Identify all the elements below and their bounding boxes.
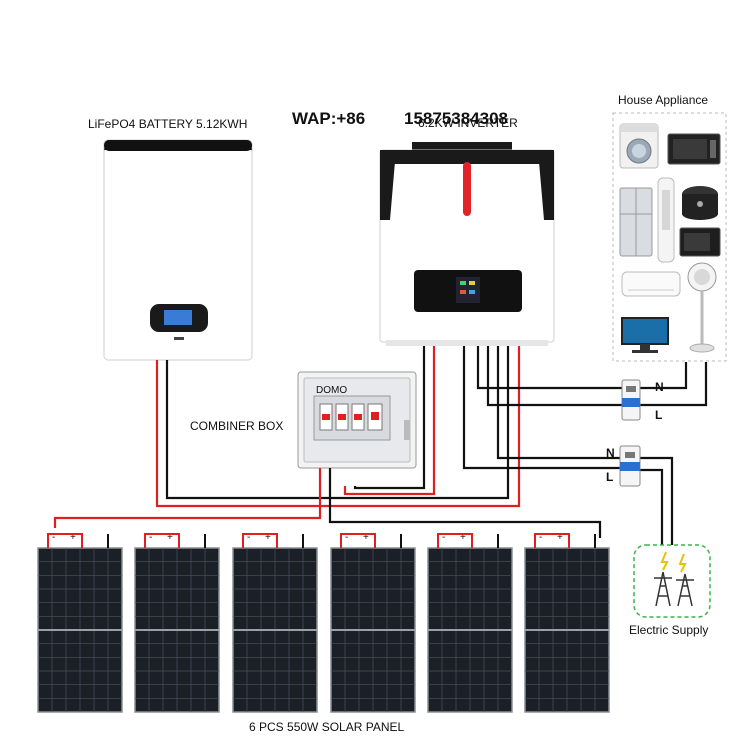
solar-panels-label: 6 PCS 550W SOLAR PANEL: [249, 720, 405, 734]
combiner-brand: DOMO: [316, 385, 347, 396]
pv-positive-wire: [343, 346, 436, 496]
solar-panel-icon: -+: [37, 532, 123, 713]
phone-number: 15875384308: [404, 109, 508, 128]
combiner-box-label: COMBINER BOX: [190, 419, 283, 433]
panel-terminal-minus: -: [539, 532, 542, 543]
panel-terminal-plus: +: [70, 532, 76, 543]
appliance-panel: [612, 112, 727, 362]
pv-negative-wire: [353, 346, 426, 490]
battery-negative-wire: [165, 346, 510, 500]
solar-panel-icon: -+: [134, 532, 220, 713]
wiring: [53, 346, 708, 548]
panel-terminal-minus: -: [149, 532, 152, 543]
string-negative-bus: [328, 468, 602, 538]
solar-panel-icon: -+: [524, 532, 610, 713]
grid-to-supply-1: [640, 456, 674, 548]
air-conditioner-icon: [621, 271, 681, 297]
ac-out-wire-l: [486, 346, 622, 407]
panel-terminal-minus: -: [247, 532, 250, 543]
panel-terminal-minus: -: [345, 532, 348, 543]
panel-terminal-plus: +: [557, 532, 563, 543]
inverter-icon: [379, 142, 555, 346]
solar-panel-icon: -+: [232, 532, 318, 713]
string-positive-bus: [53, 468, 322, 528]
solar-panel-icon: -+: [427, 532, 513, 713]
breaker-top-l: L: [655, 408, 662, 422]
breaker-icon: [621, 379, 641, 421]
combiner-box-icon: DOMO: [297, 371, 417, 469]
breaker-bottom: N L: [606, 445, 641, 487]
panel-terminal-plus: +: [265, 532, 271, 543]
panel-terminal-minus: -: [442, 532, 445, 543]
battery-positive-wire: [155, 346, 521, 508]
washing-machine-icon: [619, 123, 659, 169]
battery-label: LiFePO4 BATTERY 5.12KWH: [88, 117, 247, 131]
ac-out-to-house-n: [640, 362, 688, 390]
panel-terminal-plus: +: [363, 532, 369, 543]
grid-in-wire-n: [462, 346, 620, 470]
microwave-icon: [667, 133, 721, 165]
grid-to-supply-2: [640, 468, 664, 548]
panel-terminal-plus: +: [167, 532, 173, 543]
refrigerator-icon: [619, 187, 653, 257]
ac-out-to-house-l: [640, 362, 708, 407]
panel-terminal-plus: +: [460, 532, 466, 543]
television-icon: [621, 317, 669, 353]
ac-out-wire-n: [476, 346, 622, 390]
breaker-bottom-l: L: [606, 470, 613, 484]
battery-icon: [103, 139, 253, 361]
breaker-icon: [619, 445, 641, 487]
panel-terminal-minus: -: [52, 532, 55, 543]
fan-icon: [687, 262, 717, 353]
oven-icon: [679, 227, 721, 257]
electric-supply-label: Electric Supply: [629, 623, 708, 637]
rice-cooker-icon: [682, 186, 718, 220]
air-cooler-icon: [657, 177, 675, 263]
wap-label: WAP:+86: [292, 109, 365, 128]
breaker-top: N L: [621, 379, 664, 422]
inverter-label: 6.2KW INVERTER: [418, 116, 518, 130]
breaker-top-n: N: [655, 380, 664, 394]
transmission-tower-icon: [654, 571, 694, 607]
electric-supply: Electric Supply: [629, 544, 711, 637]
breaker-bottom-n: N: [606, 446, 615, 460]
house-appliance-label: House Appliance: [618, 93, 708, 107]
solar-panel-array: -+-+-+-+-+-+: [37, 532, 610, 713]
solar-panel-icon: -+: [330, 532, 416, 713]
grid-in-wire-l: [496, 346, 620, 460]
